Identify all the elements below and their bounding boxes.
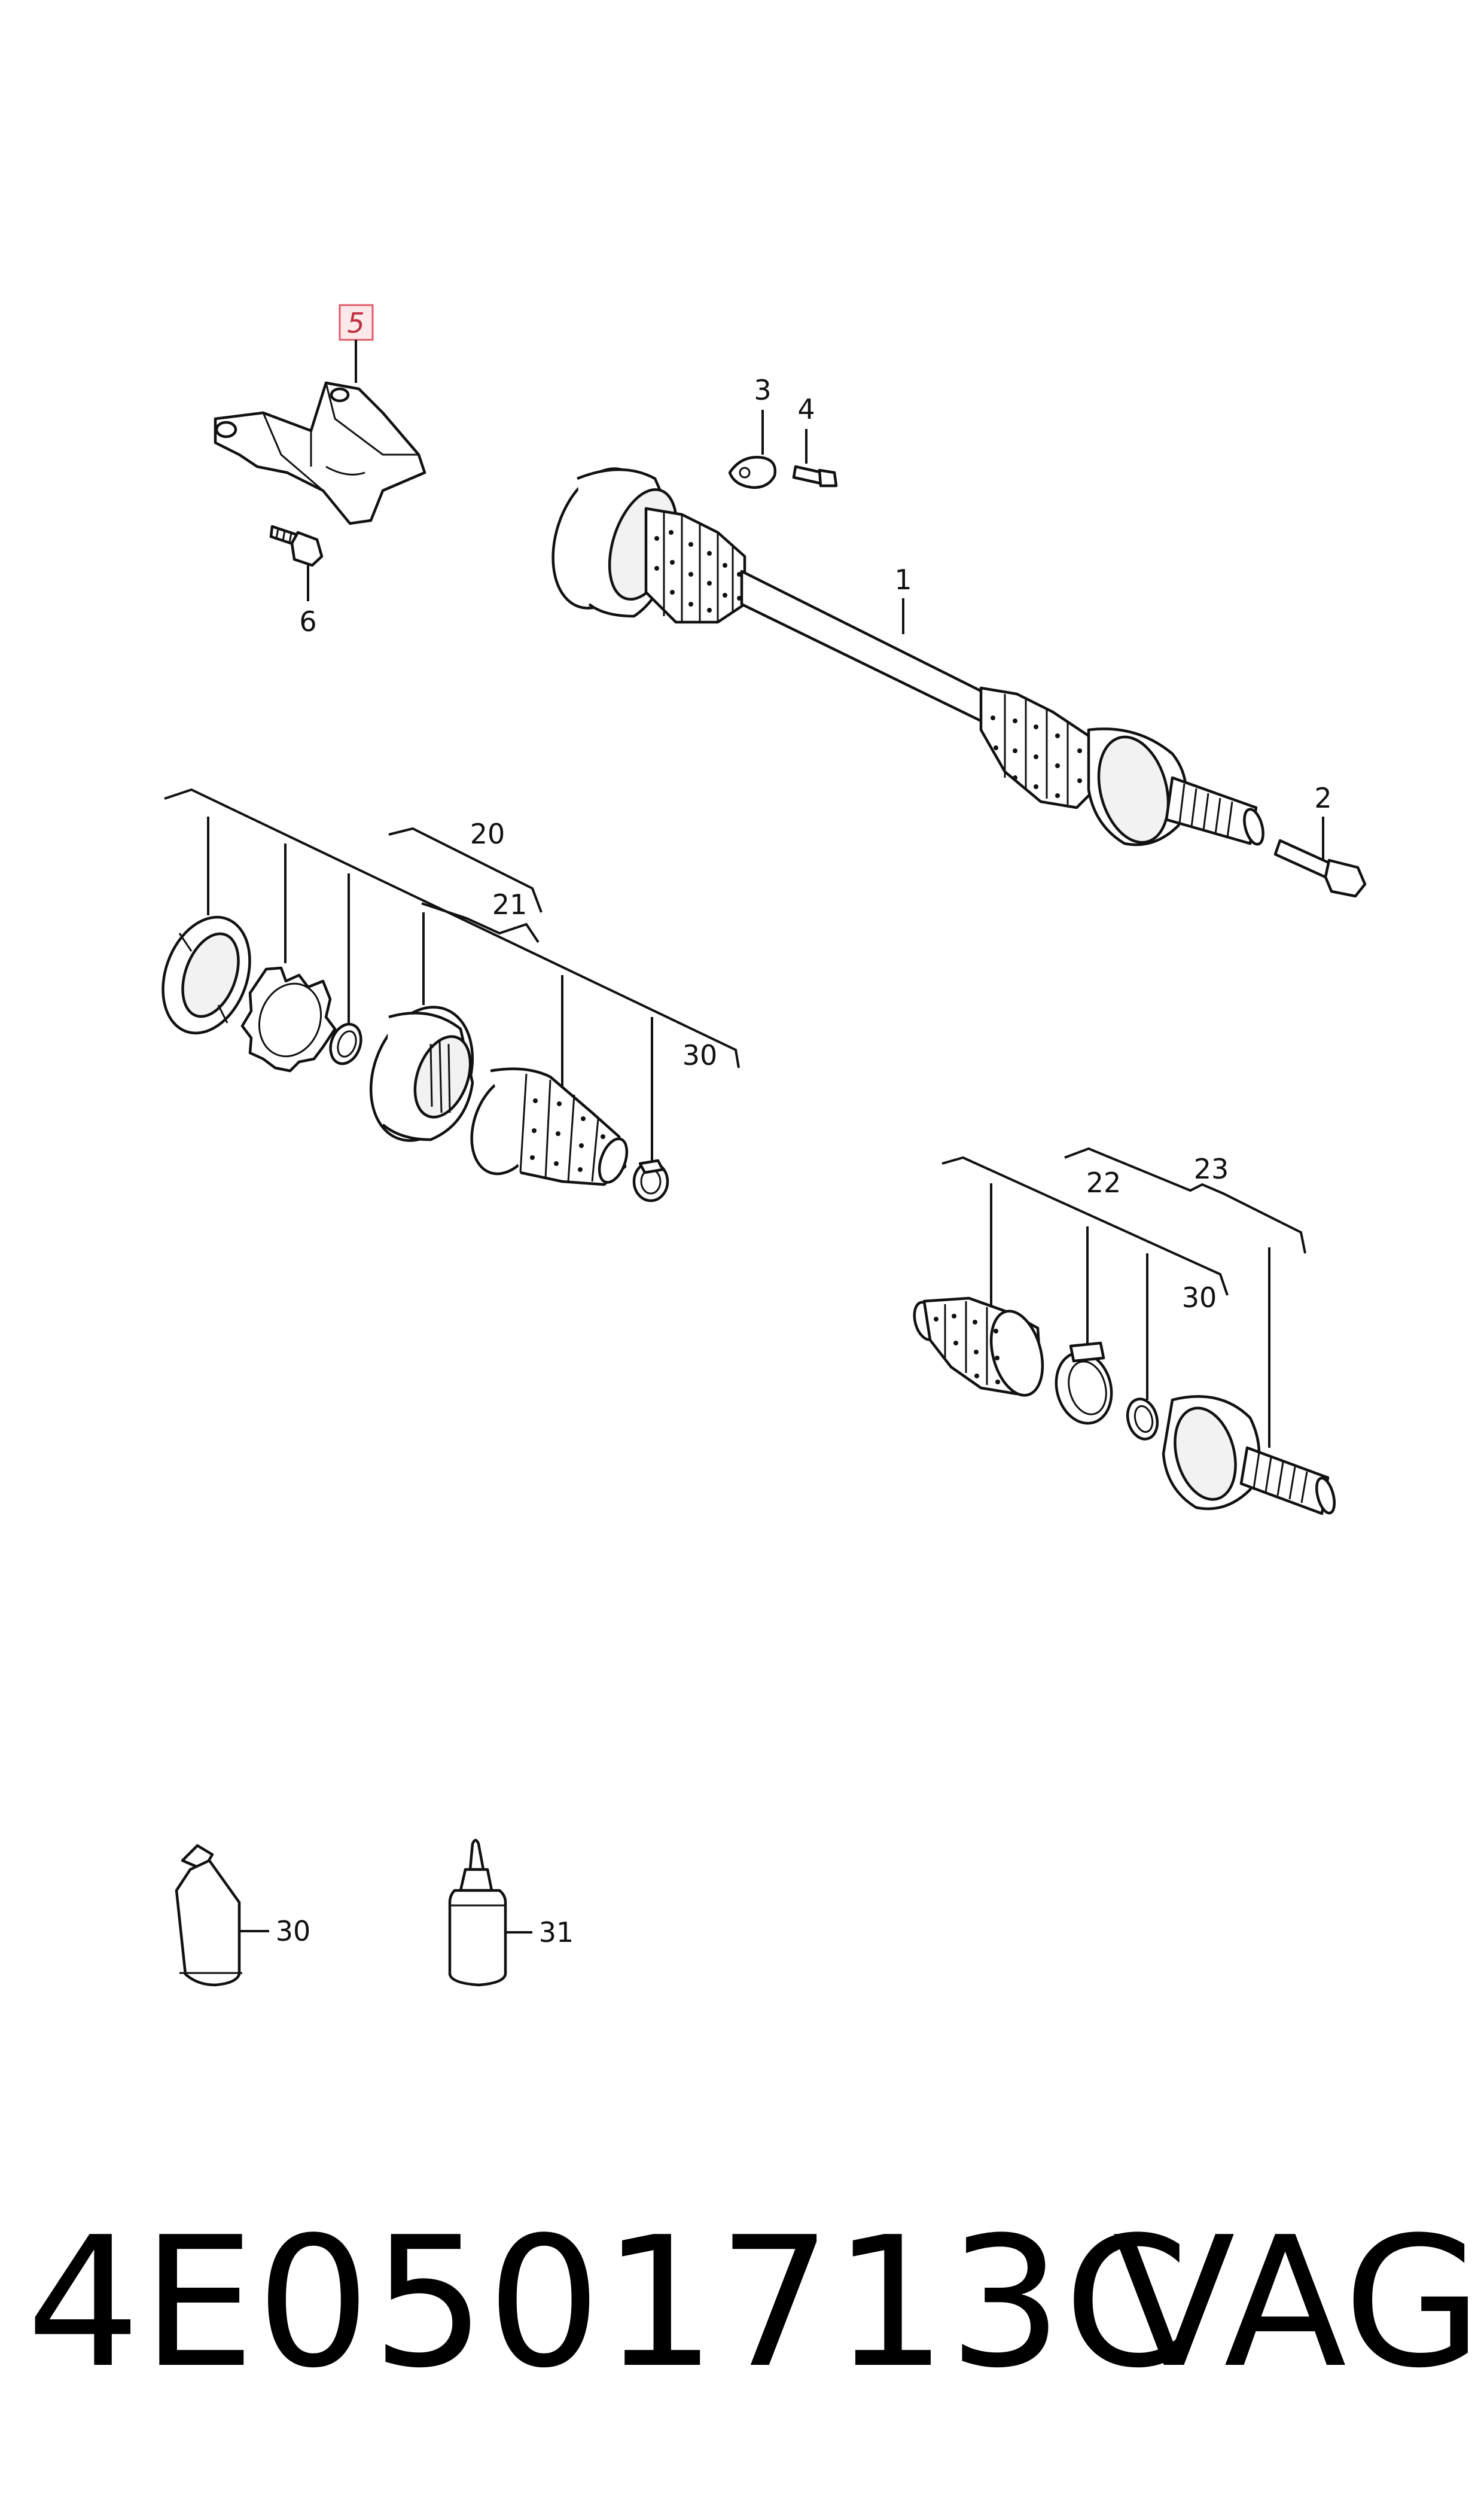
callout-30-tube: 30 [276,1915,311,1947]
callout-22: 22 [1086,1167,1122,1199]
callout-1: 1 [894,564,912,596]
part-gasket-ring [161,915,251,1035]
callout-30-left: 30 [682,1039,718,1071]
part-4-bolt [792,465,838,488]
callout-23: 23 [1194,1153,1229,1185]
part-boot-left [470,1067,629,1186]
part-star-gasket [240,966,337,1073]
part-3-lock-plate [728,456,777,489]
callout-30-right: 30 [1182,1281,1217,1314]
part-outer-cv-joint [1162,1395,1336,1515]
part-circlip-left [329,1022,362,1065]
callout-4: 4 [797,393,815,425]
part-inner-cv-joint [369,1006,474,1142]
part-circlip-right [1126,1397,1159,1441]
part-boot-right [913,1296,1044,1397]
part-clamp-right [1055,1341,1113,1425]
callout-5: 5 [347,307,364,339]
kit-bracket-left [164,788,740,1161]
callout-31: 31 [539,1916,574,1948]
callout-20: 20 [470,818,505,850]
part-5-heat-shield [214,381,426,525]
part-clamp-left [632,1159,669,1202]
part-30-grease-tube [175,1844,242,1987]
callout-21: 21 [492,888,528,921]
callout-3: 3 [754,374,771,406]
brand-label: VAG [1113,2199,1483,2407]
part-6-bolt [269,525,324,567]
part-31-sealant-bottle [448,1838,507,1987]
kit-bracket-right [941,1147,1306,1448]
callout-6: 6 [299,605,316,638]
part-1-drive-shaft [551,467,1264,847]
part-2-bolt [1273,839,1367,898]
callout-2: 2 [1314,782,1331,814]
part-number-label: 4E0501713C [26,2199,1190,2407]
